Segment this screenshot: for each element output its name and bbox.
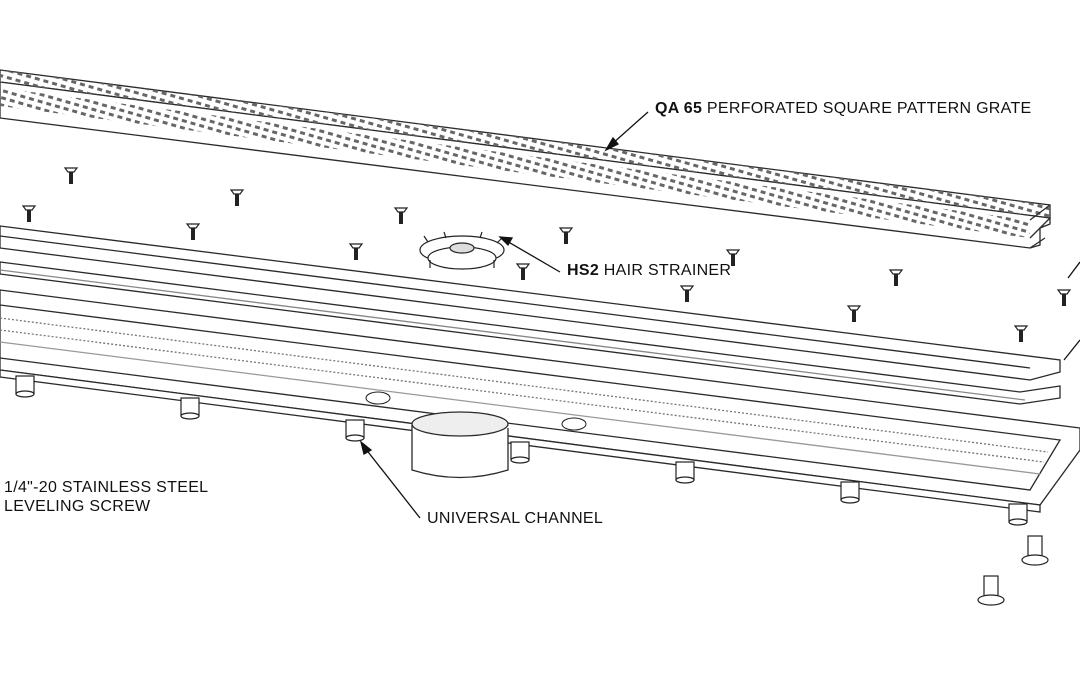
grate-model-code: QA 65 <box>655 100 703 117</box>
grate-callout-label: QA 65 PERFORATED SQUARE PATTERN GRATE <box>655 100 1032 118</box>
leveling-screw-line-1: 1/4"-20 STAINLESS STEEL <box>4 479 209 496</box>
leveling-screw-callout-label: 1/4"-20 STAINLESS STEEL LEVELING SCREW <box>4 478 208 516</box>
leveling-feet <box>15 375 1028 526</box>
leveling-screw-line-2: LEVELING SCREW <box>4 498 151 515</box>
channel-flange <box>0 225 1061 405</box>
grate-description: PERFORATED SQUARE PATTERN GRATE <box>706 100 1032 117</box>
strainer-description: HAIR STRAINER <box>603 262 732 279</box>
channel-callout-label: UNIVERSAL CHANNEL <box>427 510 604 527</box>
drain-outlet <box>411 411 509 479</box>
hair-strainer-part <box>419 231 505 270</box>
loose-leveling-screws <box>977 535 1049 606</box>
callout-leaders <box>359 111 1080 519</box>
perforated-grate <box>0 69 1051 249</box>
universal-channel-body <box>0 289 1080 513</box>
strainer-model-code: HS2 <box>567 262 600 279</box>
strainer-callout-label: HS2 HAIR STRAINER <box>567 262 731 280</box>
